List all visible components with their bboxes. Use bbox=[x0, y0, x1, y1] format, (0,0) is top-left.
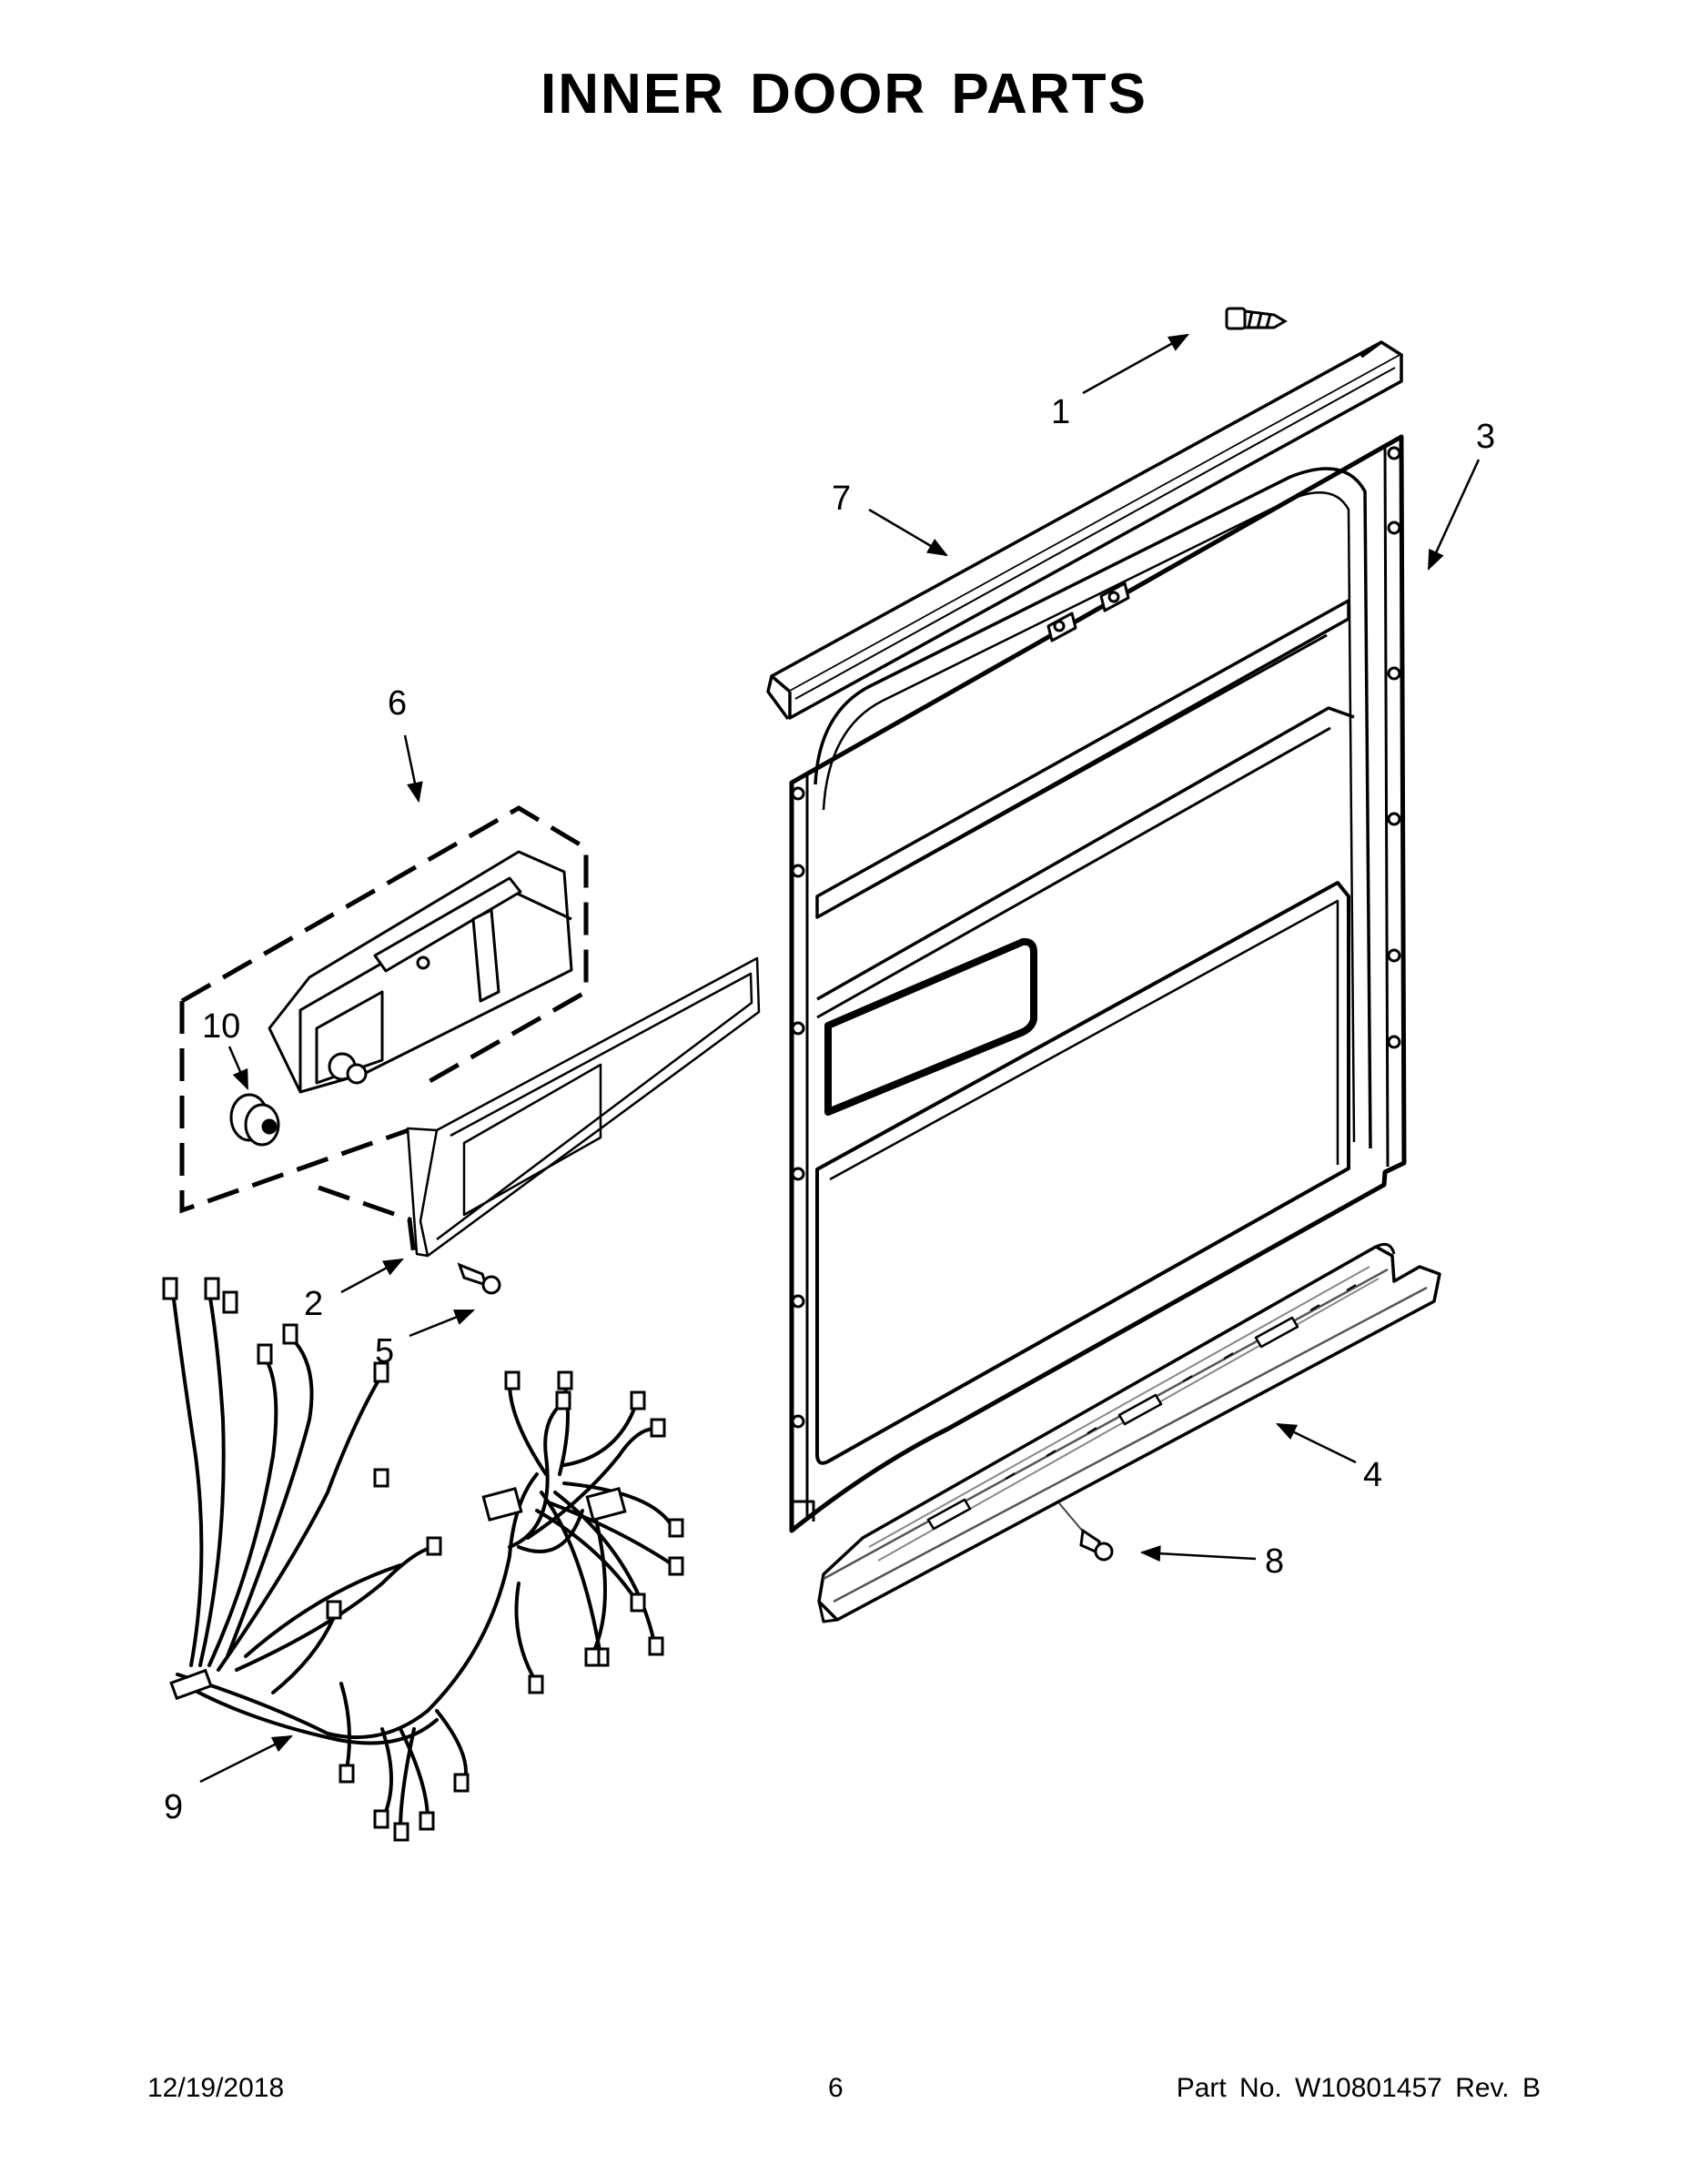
callout-4: 4 bbox=[1363, 1456, 1382, 1494]
callout-6: 6 bbox=[388, 684, 407, 723]
part-5-screw bbox=[457, 1262, 501, 1295]
footer-date: 12/19/2018 bbox=[147, 2073, 285, 2103]
page-title: INNER DOOR PARTS bbox=[541, 63, 1147, 126]
part-6-dispenser-housing bbox=[268, 850, 573, 1094]
part-2-gasket bbox=[406, 956, 761, 1258]
part-1-screw bbox=[1225, 307, 1288, 330]
callout-1: 1 bbox=[1051, 393, 1070, 431]
part-6-dispenser-group bbox=[179, 805, 589, 1257]
part-9-connectors bbox=[162, 1277, 684, 1842]
footer-part-number: Part No. W10801457 Rev. B bbox=[1176, 2073, 1541, 2103]
callout-5: 5 bbox=[375, 1332, 394, 1370]
part-10-knob bbox=[229, 1093, 280, 1147]
callout-3: 3 bbox=[1476, 418, 1495, 456]
callout-7: 7 bbox=[832, 480, 851, 518]
callout-10: 10 bbox=[202, 1007, 240, 1046]
callout-8: 8 bbox=[1265, 1542, 1284, 1581]
part-9-wire-harness bbox=[171, 1290, 675, 1831]
part-3-inner-door-panel bbox=[789, 434, 1407, 1533]
footer-page-number: 6 bbox=[828, 2073, 844, 2103]
part-8-screw bbox=[1058, 1502, 1114, 1562]
callout-9: 9 bbox=[164, 1788, 183, 1826]
part-4-bottom-trim bbox=[817, 1242, 1441, 1623]
leader-arrows bbox=[199, 333, 1481, 1784]
part-7-top-trim bbox=[766, 340, 1403, 721]
callout-2: 2 bbox=[304, 1285, 323, 1323]
part-3-mounting-holes bbox=[791, 446, 1401, 1429]
